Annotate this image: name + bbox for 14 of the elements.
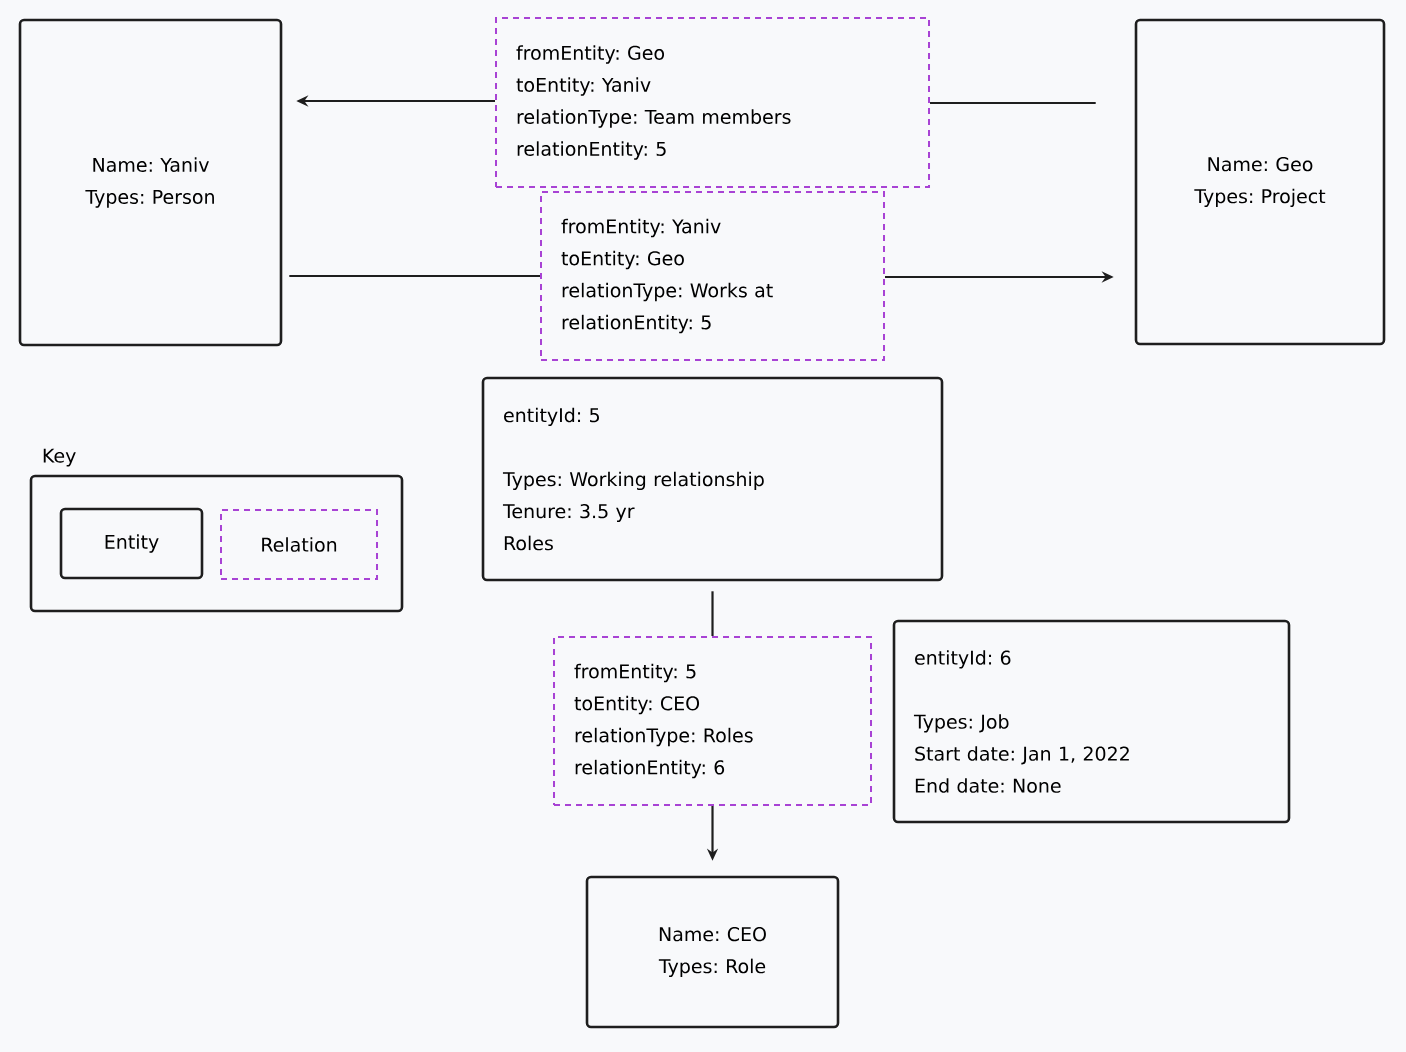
connector-line — [930, 101, 1096, 105]
relation-box: Relation — [220, 509, 378, 580]
connector-line — [289, 274, 540, 278]
entity-box: Name: Geo Types: Project — [1134, 18, 1386, 346]
entity-box: Entity — [59, 507, 204, 580]
key-heading: Key — [43, 448, 76, 467]
entity-box: entityId: 5 Types: Working relationship Tenure: 3.5 yr Roles — [481, 376, 944, 582]
relation-box: fromEntity: Geo toEntity: Yaniv relationType: Team members relationEntity: 5 — [495, 17, 930, 188]
relation-box: fromEntity: 5 toEntity: CEO relationType: Roles relationEntity: 6 — [553, 636, 872, 806]
connector-line — [711, 591, 714, 636]
relation-box: fromEntity: Yaniv toEntity: Geo relationType: Works at relationEntity: 5 — [540, 191, 885, 361]
entity-box: entityId: 6 Types: Job Start date: Jan 1, 2022 End date: None — [892, 619, 1291, 824]
entity-box: Name: CEO Types: Role — [585, 875, 840, 1029]
entity-box: Name: Yaniv Types: Person — [18, 18, 283, 347]
